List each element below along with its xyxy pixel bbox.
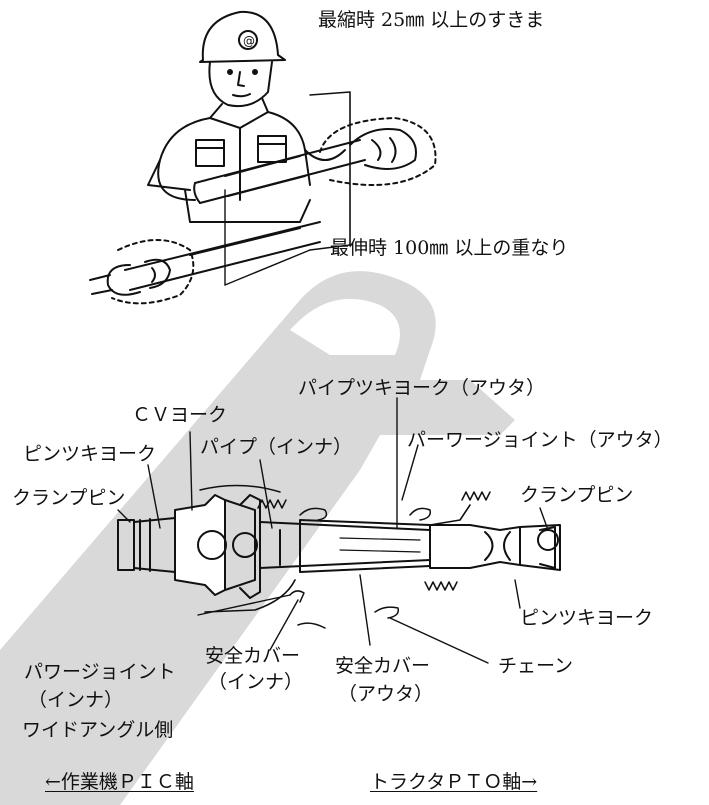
label-clamp-pin-left: クランプピン bbox=[12, 487, 126, 509]
label-power-joint-inner-sub: （インナ） bbox=[28, 689, 124, 711]
label-pipe-inner: パイプ（インナ） bbox=[200, 436, 353, 458]
left-yoke-end bbox=[117, 519, 135, 571]
label-chain: チェーン bbox=[498, 655, 574, 677]
max-overlap-note: 最伸時 100㎜ 以上の重なり bbox=[330, 237, 569, 259]
svg-text:@: @ bbox=[243, 34, 255, 48]
label-power-joint-inner: パワージョイント bbox=[24, 661, 176, 683]
tractor-pto-axis-label: トラクタＰＴＯ軸→ bbox=[370, 771, 538, 793]
label-wide-angle-side: ワイドアングル側 bbox=[22, 719, 174, 741]
label-clamp-pin-right: クランプピン bbox=[520, 484, 634, 506]
min-clearance-note: 最縮時 25㎜ 以上のすきま bbox=[318, 9, 545, 31]
label-safety-cover-outer: 安全カバー bbox=[335, 655, 431, 677]
pto-shaft-diagram bbox=[117, 397, 561, 664]
label-power-joint-outer: パーワージョイント（アウタ） bbox=[407, 429, 673, 451]
label-safety-cover-outer-sub: （アウタ） bbox=[338, 683, 434, 705]
label-pipe-yoke-outer: パイプツキヨーク（アウタ） bbox=[298, 377, 546, 399]
label-safety-cover-inner-sub: （インナ） bbox=[208, 671, 304, 693]
label-cv-yoke: ＣＶヨーク bbox=[132, 404, 228, 426]
label-pin-yoke-left: ピンツキヨーク bbox=[23, 443, 157, 465]
label-safety-cover-inner: 安全カバー bbox=[205, 645, 301, 667]
implement-pic-axis-label: ←作業機ＰＩＣ軸 bbox=[45, 771, 194, 793]
label-pin-yoke-right: ピンツキヨーク bbox=[520, 607, 654, 629]
watermark-logo bbox=[0, 271, 515, 805]
worker-illustration: @ bbox=[89, 10, 437, 305]
